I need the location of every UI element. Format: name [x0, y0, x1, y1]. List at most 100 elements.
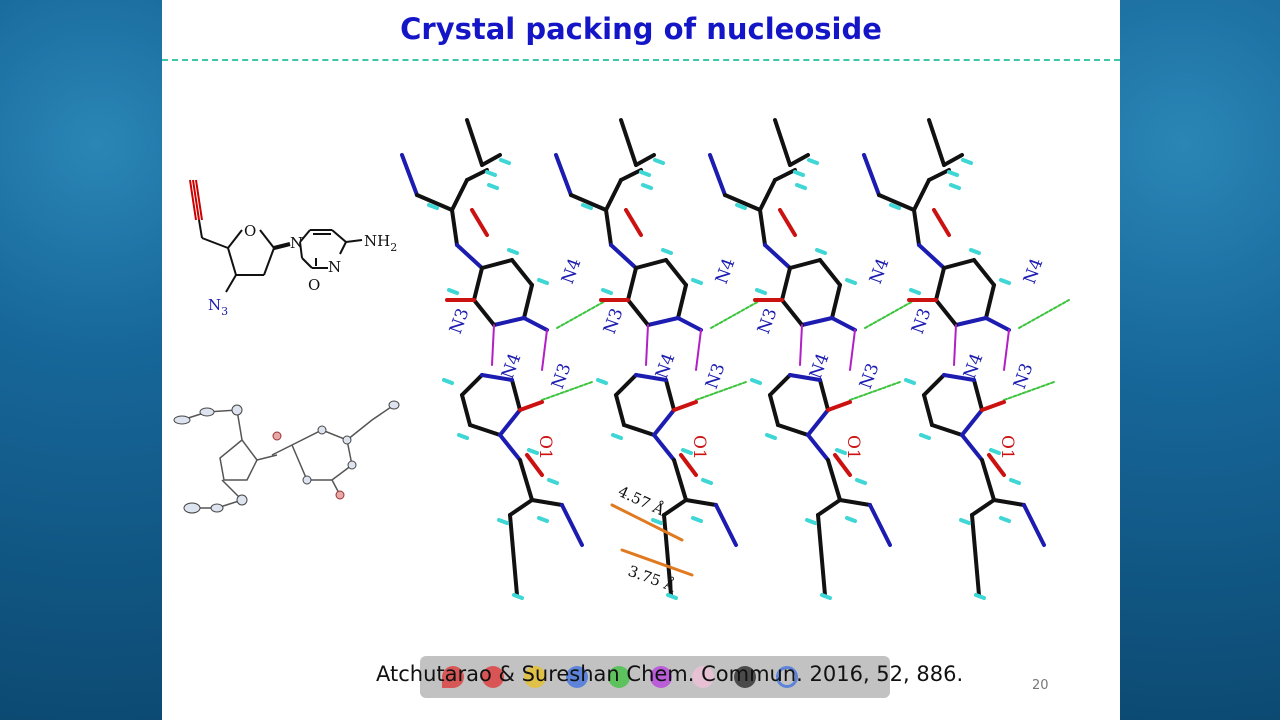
red-pin-icon[interactable]	[442, 666, 464, 688]
hydrogen-atom	[820, 593, 832, 600]
azide-bond	[868, 503, 892, 547]
hydrogen-atom	[641, 183, 653, 190]
yellow-dot-icon[interactable]	[524, 666, 546, 688]
atom-label-n4: N4	[1020, 256, 1048, 287]
azide-bond	[714, 503, 738, 547]
atom-label-n3: N3	[600, 306, 628, 337]
hydrogen-atom	[815, 248, 827, 255]
nitrogen-bond	[806, 433, 830, 462]
oxygen-bond	[833, 453, 852, 477]
bond	[626, 266, 638, 302]
oxygen-bond	[826, 400, 852, 412]
bond	[776, 423, 810, 437]
hydrogen-atom	[457, 433, 469, 440]
bond	[676, 283, 688, 320]
bond	[942, 153, 964, 167]
atom-label-o1: O1	[997, 435, 1017, 460]
hydrogen-atom	[795, 183, 807, 190]
hydrogen-atom	[1009, 478, 1021, 485]
green-dot-icon[interactable]	[608, 666, 630, 688]
bond	[508, 513, 519, 597]
slide: Crystal packing of nucleoside	[162, 0, 1120, 720]
nitrogen-bond	[609, 243, 638, 270]
hydrogen-bond	[1018, 299, 1070, 329]
bond	[838, 498, 872, 507]
bond	[614, 373, 638, 397]
bond	[780, 266, 792, 302]
purple-dot-icon[interactable]	[650, 666, 672, 688]
bond	[927, 168, 951, 182]
black-dot-icon[interactable]	[734, 666, 756, 688]
bond	[912, 178, 931, 212]
hydrogen-atom	[904, 378, 916, 385]
nitrogen-bond	[455, 243, 484, 270]
hydrogen-bond	[1003, 381, 1055, 401]
bond	[604, 178, 623, 212]
bond	[622, 423, 656, 437]
nitrogen-bond	[800, 316, 834, 327]
bond	[510, 258, 534, 287]
bond	[510, 378, 522, 412]
bond	[980, 458, 996, 502]
hydrogen-atom	[999, 278, 1011, 285]
bond	[465, 168, 489, 182]
bond	[930, 423, 964, 437]
n3-contact	[1003, 329, 1010, 371]
oxygen-bond	[932, 208, 951, 237]
pink-dot-icon[interactable]	[692, 666, 714, 688]
nitrogen-bond	[954, 316, 988, 327]
blue-circle-icon[interactable]	[776, 666, 798, 688]
nitrogen-bond	[830, 316, 857, 332]
hydrogen-atom	[497, 518, 509, 525]
hydrogen-atom	[442, 378, 454, 385]
oxygen-bond	[980, 400, 1006, 412]
red-dot-icon[interactable]	[482, 666, 504, 688]
bond	[768, 373, 792, 397]
bond	[723, 193, 762, 212]
oxygen-bond	[679, 453, 698, 477]
hydrogen-bond	[864, 299, 916, 329]
atom-label-o1: O1	[843, 435, 863, 460]
azide-bond	[1022, 503, 1046, 547]
ortep-structure	[173, 400, 400, 514]
atom-label-n3: N3	[1010, 361, 1038, 392]
n3-contact	[953, 324, 957, 366]
bond	[468, 423, 502, 437]
bond	[984, 283, 996, 320]
citation: Atchutarao & Sureshan Chem. Commun. 2016…	[376, 662, 964, 686]
background-right-panel	[1120, 0, 1280, 720]
hydrogen-atom	[999, 516, 1011, 523]
hydrogen-atom	[949, 183, 961, 190]
n3-ring-label: N	[328, 258, 341, 276]
bond	[934, 298, 958, 327]
n1-label: N	[290, 234, 303, 252]
bond	[664, 258, 688, 287]
oxygen-bond	[672, 400, 698, 412]
atom-label-n3: N3	[856, 361, 884, 392]
oxygen-bond	[987, 453, 1006, 477]
nitrogen-bond	[652, 433, 676, 462]
hydrogen-atom	[845, 516, 857, 523]
hydrogen-atom	[601, 288, 613, 295]
nitrogen-bond	[960, 433, 984, 462]
bond	[472, 298, 496, 327]
nitrogen-bond	[480, 373, 514, 382]
bond	[450, 178, 469, 212]
bond	[460, 373, 484, 397]
bond	[480, 258, 514, 270]
bond	[788, 258, 822, 270]
hydrogen-atom	[947, 170, 959, 177]
nitrogen-bond	[498, 433, 522, 462]
bond	[830, 283, 842, 320]
hydrogen-atom	[909, 288, 921, 295]
hydrogen-atom	[805, 518, 817, 525]
bond	[460, 393, 472, 427]
azide-label: N3	[208, 296, 228, 318]
bond	[634, 153, 656, 167]
title-divider	[162, 59, 1120, 61]
contact-arrow	[610, 503, 684, 542]
atom-label-n3: N3	[908, 306, 936, 337]
blue-dot-icon[interactable]	[566, 666, 588, 688]
nitrogen-bond	[492, 316, 526, 327]
hydrogen-atom	[499, 158, 511, 165]
